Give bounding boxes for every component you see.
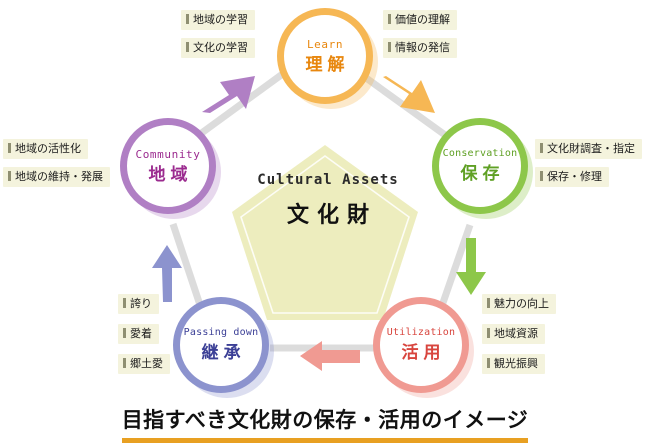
cycle-arrows	[152, 76, 486, 371]
arrow-learn-to-conservation	[383, 76, 435, 113]
tag-utilization-3: 観光振興	[482, 354, 545, 374]
node-community[interactable]: Community 地域	[120, 118, 216, 214]
center-label-en: Cultural Assets	[257, 172, 399, 188]
bullet-icon	[186, 14, 189, 24]
bullet-icon	[8, 143, 11, 153]
tag-conservation-1: 文化財調査・指定	[535, 139, 642, 159]
tag-learn-right-1: 価値の理解	[383, 10, 457, 30]
tag-conservation-2: 保存・修理	[535, 167, 609, 187]
bullet-icon	[487, 298, 490, 308]
node-conservation[interactable]: Conservation 保存	[432, 118, 528, 214]
tag-community-2: 地域の維持・発展	[3, 167, 110, 187]
arrow-utilization-to-passing	[300, 341, 360, 371]
center-label: Cultural Assets 文化財	[238, 172, 418, 229]
bullet-icon	[8, 171, 11, 181]
bullet-icon	[540, 171, 543, 181]
bullet-icon	[540, 143, 543, 153]
arrow-conservation-to-utilization	[456, 238, 486, 295]
tag-community-1: 地域の活性化	[3, 139, 88, 159]
node-conservation-jp: 保存	[460, 164, 505, 184]
arrow-community-to-learn	[202, 76, 255, 113]
node-passing-down-jp: 継承	[201, 343, 246, 363]
tag-passing-down-3: 郷土愛	[118, 354, 170, 374]
band-community-learn	[189, 67, 291, 143]
bullet-icon	[487, 358, 490, 368]
node-learn[interactable]: Learn 理解	[277, 8, 373, 104]
node-utilization[interactable]: Utilization 活用	[373, 297, 469, 393]
node-passing-down-en: Passing down	[183, 327, 259, 338]
tag-learn-right-2: 情報の発信	[383, 38, 457, 58]
bullet-icon	[186, 42, 189, 52]
bullet-icon	[487, 328, 490, 338]
tag-learn-left-2: 文化の学習	[181, 38, 255, 58]
node-conservation-en: Conservation	[442, 148, 518, 159]
center-pentagon	[232, 145, 418, 320]
tag-utilization-1: 魅力の向上	[482, 294, 556, 314]
bullet-icon	[123, 358, 126, 368]
node-utilization-en: Utilization	[386, 327, 456, 338]
bullet-icon	[388, 42, 391, 52]
node-learn-jp: 理解	[305, 54, 350, 75]
center-label-jp: 文化財	[286, 202, 377, 228]
bullet-icon	[388, 14, 391, 24]
node-utilization-jp: 活用	[401, 343, 446, 363]
figure-caption: 目指すべき文化財の保存・活用のイメージ	[0, 404, 650, 443]
node-community-jp: 地域	[148, 164, 193, 185]
figure-caption-text: 目指すべき文化財の保存・活用のイメージ	[121, 404, 529, 443]
node-learn-en: Learn	[306, 37, 344, 51]
tag-learn-left-1: 地域の学習	[181, 10, 255, 30]
tag-utilization-2: 地域資源	[482, 324, 545, 344]
node-passing-down[interactable]: Passing down 継承	[173, 297, 269, 393]
bullet-icon	[123, 298, 126, 308]
bullet-icon	[123, 328, 126, 338]
tag-passing-down-2: 愛着	[118, 324, 159, 344]
node-community-en: Community	[135, 147, 201, 161]
tag-passing-down-1: 誇り	[118, 294, 159, 314]
arrow-passing-to-community	[152, 245, 182, 302]
